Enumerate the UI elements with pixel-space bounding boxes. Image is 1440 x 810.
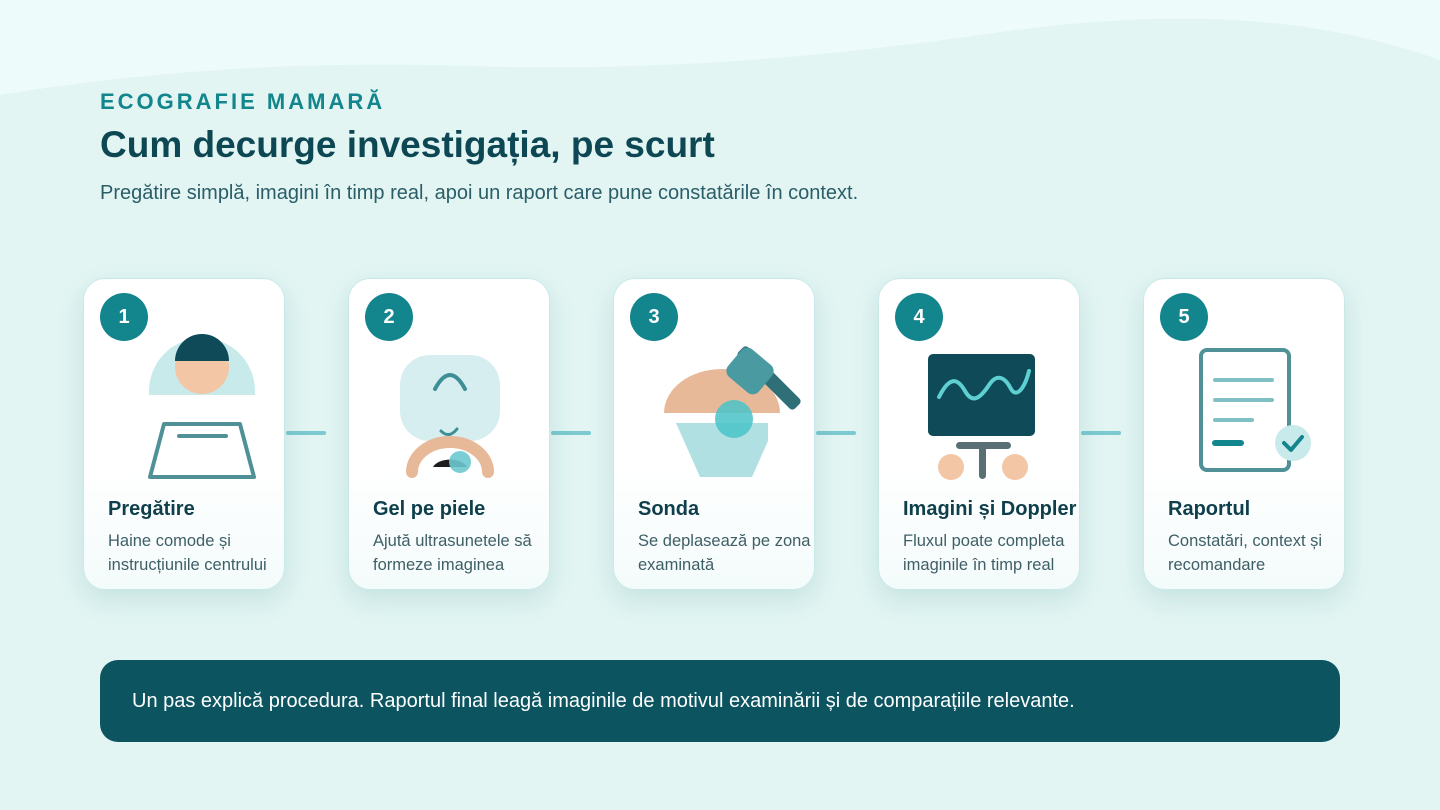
doppler-monitor-icon [928, 354, 1035, 480]
step-description: Haine comode și instrucțiunile centrului [108, 532, 267, 574]
step-card-2: 2 Gel pe piele Ajută ultrasunetele să fo… [348, 278, 550, 590]
step-card-4: 4 Imagini și Doppler Fluxul poate comple… [878, 278, 1080, 590]
step-number-badge: 2 [365, 293, 413, 341]
step-title: Sonda [638, 498, 700, 520]
eyebrow-label: ECOGRAFIE MAMARĂ [100, 89, 386, 114]
step-title: Pregătire [108, 498, 195, 520]
summary-text: Un pas explică procedura. Raportul final… [132, 689, 1075, 712]
page-title: Cum decurge investigația, pe scurt [100, 124, 715, 165]
step-number-badge: 1 [100, 293, 148, 341]
patient-preparation-icon [148, 334, 256, 479]
step-connector-1 [286, 431, 326, 435]
page-subtitle: Pregătire simplă, imagini în timp real, … [100, 182, 859, 204]
step-description: Fluxul poate completa imaginile în timp … [903, 532, 1065, 574]
step-description: Se deplasează pe zona examinată [638, 532, 811, 574]
step-title: Raportul [1168, 498, 1251, 520]
step-title: Imagini și Doppler [903, 498, 1077, 520]
gel-application-icon [400, 355, 500, 478]
step-title: Gel pe piele [373, 498, 486, 520]
step-description: Constatări, context și recomandare [1168, 532, 1323, 574]
step-card-1: 1 Pregătire Haine comode și instrucțiuni… [83, 278, 285, 590]
step-connector-2 [551, 431, 591, 435]
step-description: Ajută ultrasunetele să formeze imaginea [373, 532, 532, 574]
report-document-icon [1199, 348, 1311, 472]
step-card-3: 3 Sonda Se deplasează pe zona examinată [613, 278, 815, 590]
step-connector-4 [1081, 431, 1121, 435]
ultrasound-probe-icon [664, 346, 801, 477]
step-connector-3 [816, 431, 856, 435]
step-card-5: 5 Raportul Constatări, context și recoma… [1143, 278, 1345, 590]
step-number-badge: 5 [1160, 293, 1208, 341]
step-number-badge: 3 [630, 293, 678, 341]
summary-banner: Un pas explică procedura. Raportul final… [100, 660, 1340, 742]
step-number-badge: 4 [895, 293, 943, 341]
